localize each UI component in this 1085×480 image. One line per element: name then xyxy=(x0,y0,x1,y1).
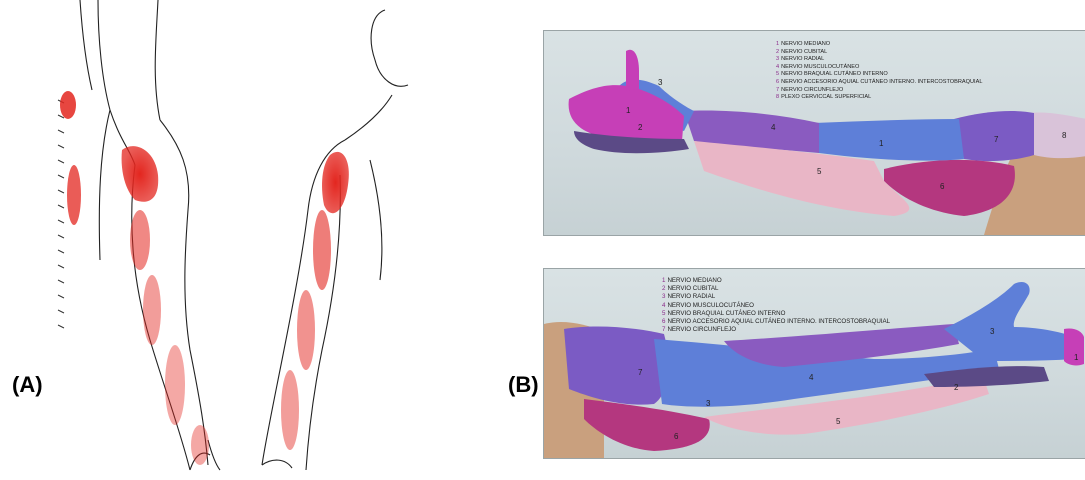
legend-item-label: NERVIO ACCESORIO AQUIAL CUTÁNEO INTERNO.… xyxy=(781,79,982,85)
region-number: 4 xyxy=(771,123,775,132)
region-number: 6 xyxy=(674,432,678,441)
legend-item-number: 2 xyxy=(662,285,665,292)
legend-item-number: 5 xyxy=(776,71,779,77)
legend-item-number: 1 xyxy=(776,41,779,47)
legend-item-label: NERVIO BRAQUIAL CUTÁNEO INTERNO xyxy=(781,71,888,77)
legend-item-label: NERVIO MUSCULOCUTÁNEO xyxy=(781,64,859,70)
panel-label-a: (A) xyxy=(12,372,43,398)
legend-item-label: NERVIO MEDIANO xyxy=(781,41,830,47)
legend-item-label: NERVIO ACCESORIO AQUIAL CUTÁNEO INTERNO.… xyxy=(667,318,890,325)
legend-item-label: NERVIO RADIAL xyxy=(781,56,824,62)
region-number: 2 xyxy=(954,383,958,392)
legend-item-number: 7 xyxy=(776,87,779,93)
legend-item-number: 1 xyxy=(662,277,665,284)
region-number: 3 xyxy=(658,78,662,87)
legend-item-number: 7 xyxy=(662,326,665,333)
region-number: 1 xyxy=(626,106,630,115)
region-number: 1 xyxy=(879,139,883,148)
region-number: 7 xyxy=(994,135,998,144)
legend-item-label: NERVIO BRAQUIAL CUTÁNEO INTERNO xyxy=(667,310,785,317)
legend-item-number: 5 xyxy=(662,310,665,317)
pain-pattern-illustration xyxy=(40,0,420,475)
region-number: 7 xyxy=(638,368,642,377)
legend-item-label: NERVIO MEDIANO xyxy=(667,277,721,284)
back-figure xyxy=(80,0,220,470)
legend-item-number: 3 xyxy=(776,56,779,62)
legend-item-label: NERVIO CIRCUNFLEJO xyxy=(781,87,843,93)
region-number: 5 xyxy=(836,417,840,426)
legend-item-number: 3 xyxy=(662,293,665,300)
legend-item-label: NERVIO RADIAL xyxy=(667,293,715,300)
pain-pattern-svg xyxy=(40,0,420,475)
legend-item-number: 4 xyxy=(662,302,665,309)
legend-item-number: 2 xyxy=(776,49,779,55)
legend-item-number: 8 xyxy=(776,94,779,100)
region-number: 5 xyxy=(817,167,821,176)
region-number: 4 xyxy=(809,373,813,382)
spine-marks xyxy=(58,100,64,328)
panel-label-b: (B) xyxy=(508,372,539,398)
legend-item-label: NERVIO MUSCULOCUTÁNEO xyxy=(667,302,754,309)
legend-item-number: 4 xyxy=(776,64,779,70)
legend-item-number: 6 xyxy=(662,318,665,325)
legend-item-number: 6 xyxy=(776,79,779,85)
region-number: 8 xyxy=(1062,131,1066,140)
legend-item-label: NERVIO CUBITAL xyxy=(781,49,827,55)
region-number: 3 xyxy=(990,327,994,336)
legend-item-label: NERVIO CUBITAL xyxy=(667,285,718,292)
region-number: 2 xyxy=(638,123,642,132)
legend-item-label: NERVIO CIRCUNFLEJO xyxy=(667,326,736,333)
region-number: 3 xyxy=(706,399,710,408)
legend-item-label: PLEXO CERVICCAL SUPERFICIAL xyxy=(781,94,871,100)
region-number: 1 xyxy=(1074,353,1078,362)
region-number: 6 xyxy=(940,182,944,191)
